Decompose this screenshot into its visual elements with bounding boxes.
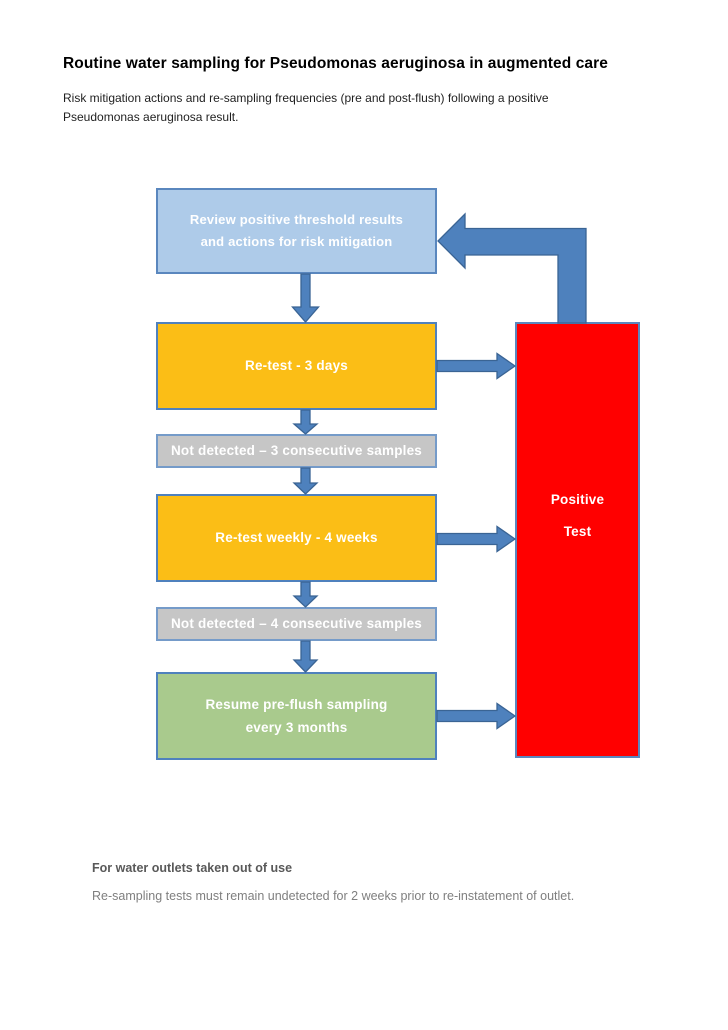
resume-sampling-label-line2: every 3 months xyxy=(245,720,348,735)
positive-test-label-line2: Test xyxy=(563,524,592,539)
resume-sampling-label-line1: Resume pre-flush sampling xyxy=(205,697,388,712)
right-arrow-2-icon xyxy=(436,525,517,553)
not-detected-4-label: Not detected – 4 consecutive samples xyxy=(170,616,423,631)
subtitle-line-2: Pseudomonas aeruginosa result. xyxy=(63,110,239,124)
page-title: Routine water sampling for Pseudomonas a… xyxy=(63,55,609,72)
review-threshold-label-line2: and actions for risk mitigation xyxy=(200,234,393,249)
right-arrow-3-icon xyxy=(436,702,517,730)
return-arrow-icon xyxy=(437,212,587,324)
retest-weekly-label: Re-test weekly - 4 weeks xyxy=(215,530,378,545)
retest-weekly-box: Re-test weekly - 4 weeks xyxy=(156,494,437,582)
down-arrow-2-icon xyxy=(292,409,319,435)
positive-test-label-line1: Positive xyxy=(550,492,605,507)
right-arrow-1-icon xyxy=(436,352,517,380)
subtitle-line-1: Risk mitigation actions and re-sampling … xyxy=(63,91,549,105)
review-threshold-box: Review positive threshold results and ac… xyxy=(156,188,437,274)
resume-sampling-box: Resume pre-flush sampling every 3 months xyxy=(156,672,437,760)
not-detected-3-label: Not detected – 3 consecutive samples xyxy=(170,443,423,458)
down-arrow-5-icon xyxy=(292,640,319,673)
positive-test-box: Positive Test xyxy=(515,322,640,758)
page-subtitle: Risk mitigation actions and re-sampling … xyxy=(63,89,549,127)
footer-heading: For water outlets taken out of use xyxy=(92,861,293,875)
review-threshold-label-line1: Review positive threshold results xyxy=(189,212,404,227)
retest-3-days-label: Re-test - 3 days xyxy=(245,358,348,373)
footer-note: Re-sampling tests must remain undetected… xyxy=(92,889,575,903)
down-arrow-3-icon xyxy=(292,467,319,495)
retest-3-days-box: Re-test - 3 days xyxy=(156,322,437,410)
not-detected-3-box: Not detected – 3 consecutive samples xyxy=(156,434,437,468)
not-detected-4-box: Not detected – 4 consecutive samples xyxy=(156,607,437,641)
down-arrow-1-icon xyxy=(291,273,320,323)
down-arrow-4-icon xyxy=(292,581,319,608)
